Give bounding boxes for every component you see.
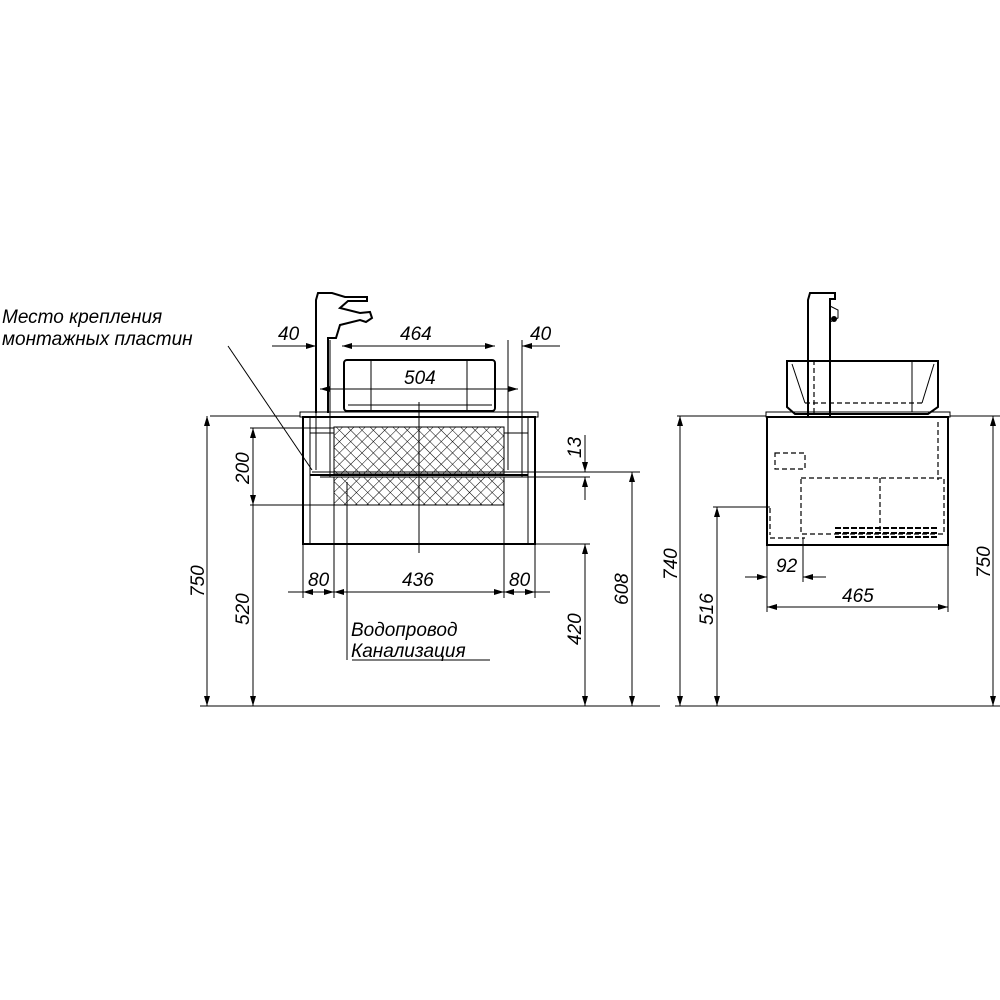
dim-740: 740	[661, 548, 682, 580]
dim-608: 608	[612, 573, 633, 605]
dim-465: 465	[842, 586, 874, 607]
dim-bottom-height: 520	[233, 593, 254, 625]
dim-420: 420	[565, 613, 586, 645]
faucet-side	[807, 292, 839, 416]
mounting-label-line1: Место крепления	[2, 307, 162, 328]
dim-plates: 200	[233, 452, 254, 485]
sewer-label: Канализация	[351, 641, 466, 662]
mounting-leader	[227, 345, 313, 471]
dim-bottom-right: 80	[509, 570, 531, 591]
dim-basin: 504	[404, 368, 436, 389]
dim-92: 92	[776, 556, 798, 577]
dim-516: 516	[697, 593, 718, 625]
dim-bottom-left: 80	[308, 570, 330, 591]
dim-bottom-mid: 436	[402, 570, 434, 591]
basin-side	[786, 360, 939, 415]
mounting-label-line2: монтажных пластин	[2, 329, 193, 350]
dim-total-height: 750	[188, 565, 209, 597]
cabinet-side	[766, 416, 949, 546]
faucet	[315, 292, 374, 413]
dim-750-side: 750	[974, 546, 995, 578]
front-view: 40 464 40 504 750 200 520 13 420 608 80 …	[2, 292, 660, 707]
dim-13: 13	[565, 436, 586, 458]
dim-top-width: 464	[400, 324, 432, 345]
side-view: 740 516 750 92 465	[661, 292, 1000, 707]
dim-right-offset: 40	[530, 324, 552, 345]
drawer-runners	[835, 527, 938, 538]
water-supply-label: Водопровод	[351, 620, 457, 641]
dim-left-offset: 40	[278, 324, 300, 345]
